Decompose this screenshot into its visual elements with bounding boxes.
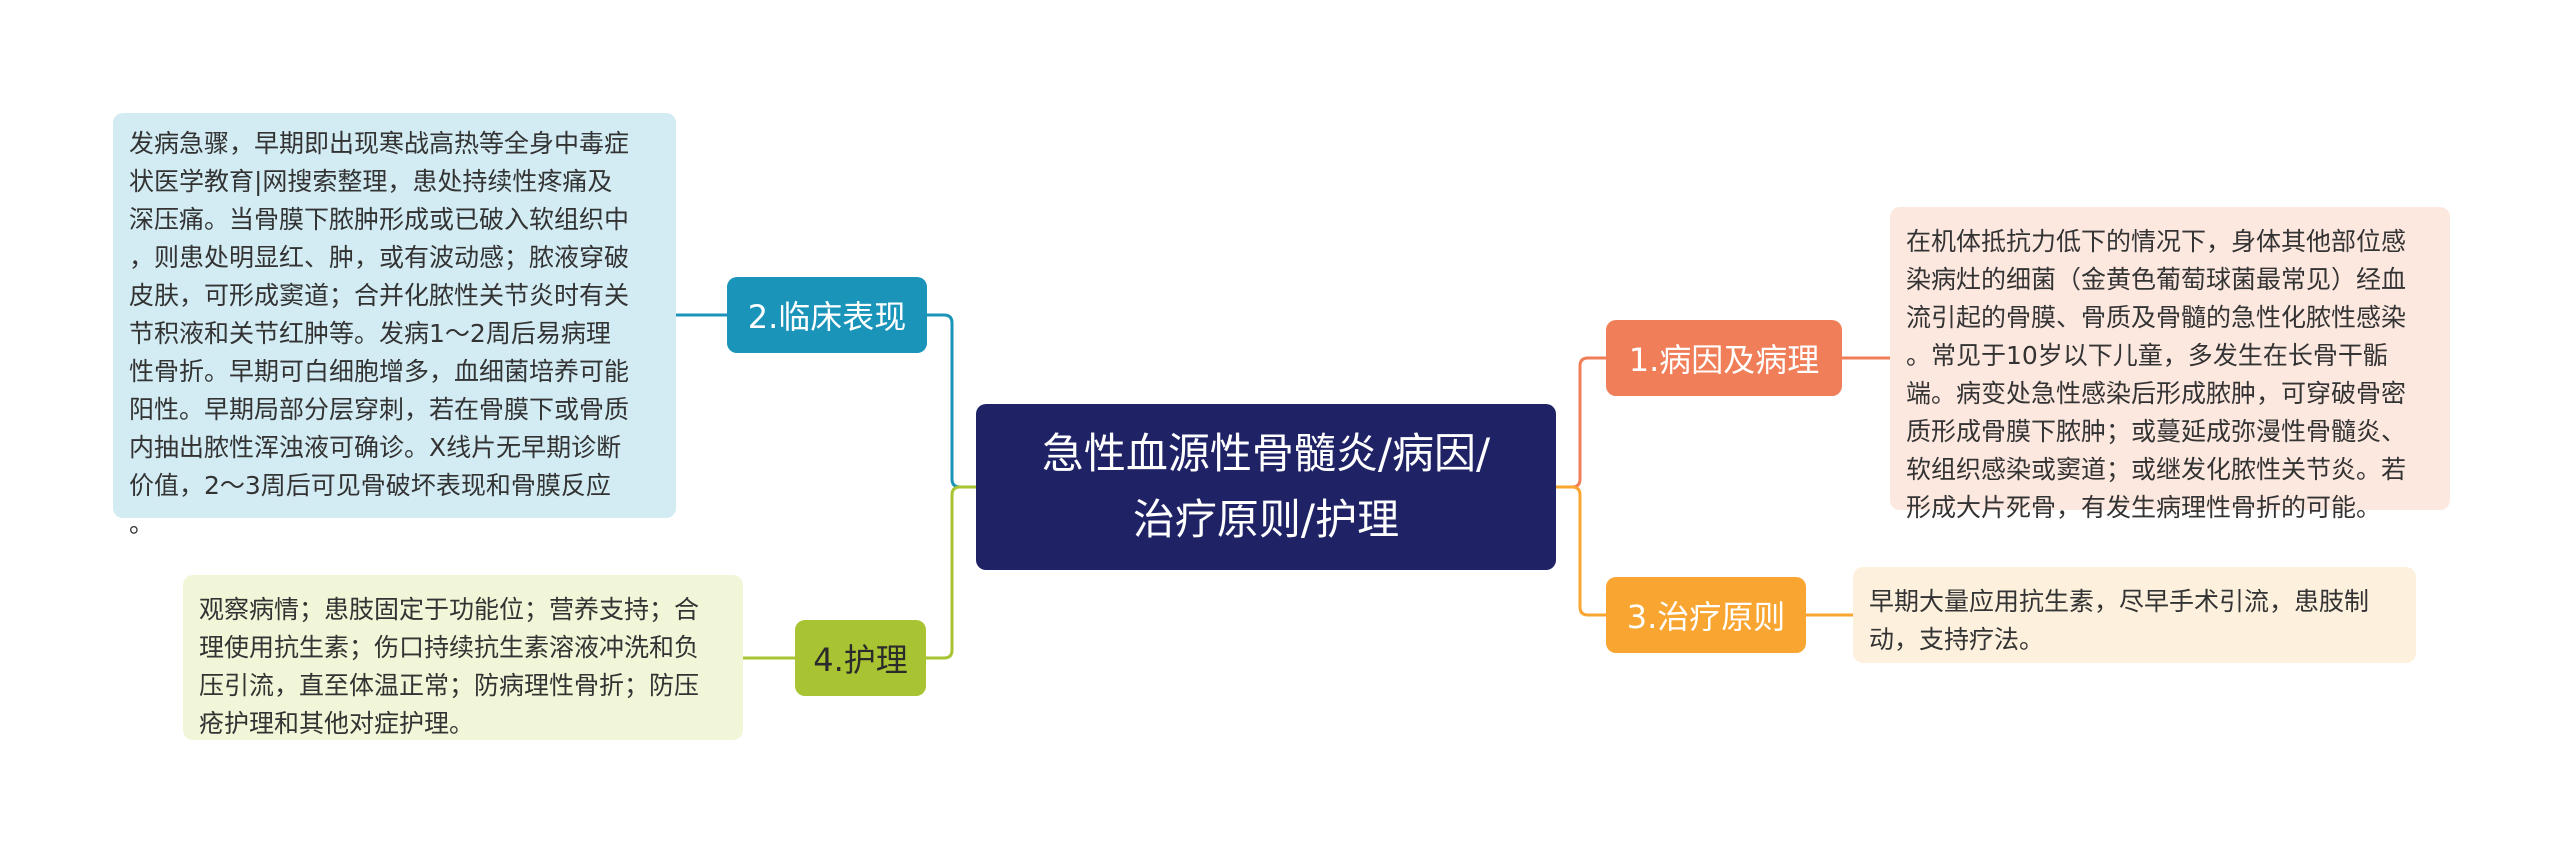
link-central-b2: [927, 313, 976, 489]
central-topic[interactable]: 急性血源性骨髓炎/病因/ 治疗原则/护理: [976, 404, 1556, 570]
leaf-clinical-manifestation-detail[interactable]: 发病急骤，早期即出现寒战高热等全身中毒症 状医学教育|网搜索整理，患处持续性疼痛…: [113, 113, 676, 538]
branch-nursing[interactable]: 4.护理: [795, 620, 926, 696]
leaf-nursing-detail[interactable]: 观察病情；患肢固定于功能位；营养支持；合 理使用抗生素；伤口持续抗生素溶液冲洗和…: [183, 575, 743, 740]
link-central-b3: [1556, 485, 1606, 617]
branch-clinical-manifestation[interactable]: 2.临床表现: [727, 277, 927, 353]
leaf-cause-pathology-detail[interactable]: 在机体抵抗力低下的情况下，身体其他部位感 染病灶的细菌（金黄色葡萄球菌最常见）经…: [1890, 207, 2450, 522]
branch-treatment-principle[interactable]: 3.治疗原则: [1606, 577, 1806, 653]
branch-cause-pathology[interactable]: 1.病因及病理: [1606, 320, 1842, 396]
link-central-b4: [926, 485, 976, 660]
branch-label: 1.病因及病理: [1628, 341, 1820, 379]
leaf-treatment-principle-detail[interactable]: 早期大量应用抗生素，尽早手术引流，患肢制 动，支持疗法。: [1853, 567, 2416, 663]
branch-label: 2.临床表现: [747, 298, 907, 336]
link-central-b1: [1556, 356, 1606, 489]
central-topic-text: 急性血源性骨髓炎/病因/ 治疗原则/护理: [1041, 429, 1491, 544]
branch-label: 4.护理: [813, 641, 908, 679]
branch-label: 3.治疗原则: [1626, 598, 1786, 636]
